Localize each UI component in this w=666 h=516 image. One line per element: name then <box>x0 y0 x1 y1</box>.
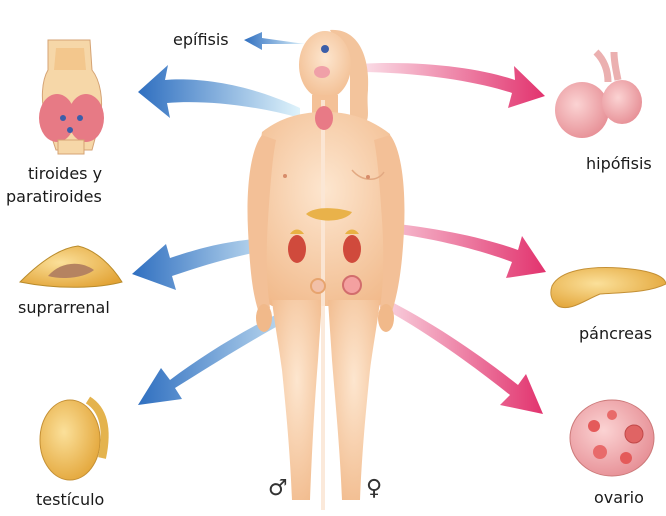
label-suprarrenal: suprarrenal <box>18 298 110 318</box>
tiroides-illustration <box>39 40 104 154</box>
arrow-epifisis <box>244 32 305 50</box>
suprarrenal-illustration <box>20 246 122 287</box>
label-hipofisis: hipófisis <box>586 154 652 174</box>
ovario-illustration <box>570 400 654 476</box>
female-symbol-icon: ♀ <box>366 476 382 501</box>
pancreas-illustration <box>551 268 666 308</box>
label-tiroides-line2: paratiroides <box>6 187 102 207</box>
testiculo-illustration <box>40 400 105 480</box>
arrow-hipofisis <box>358 63 545 108</box>
hipofisis-illustration <box>555 52 642 138</box>
arrow-tiroides <box>138 65 300 118</box>
label-epifisis: epífisis <box>173 30 229 50</box>
label-testiculo: testículo <box>36 490 104 510</box>
arrow-ovario <box>368 292 543 414</box>
label-tiroides-line1: tiroides y <box>28 164 102 184</box>
label-pancreas: páncreas <box>579 324 652 344</box>
label-ovario: ovario <box>594 488 644 508</box>
male-symbol-icon: ♂ <box>268 476 288 501</box>
